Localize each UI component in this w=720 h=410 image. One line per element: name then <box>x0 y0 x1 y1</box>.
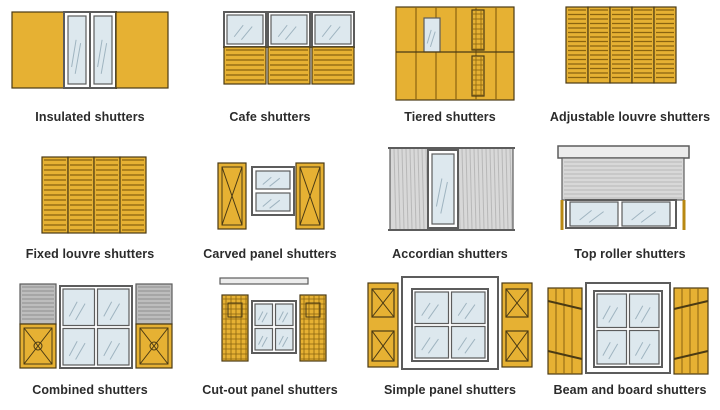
caption-accordian: Accordian shutters <box>392 247 508 261</box>
caption-fixed: Fixed louvre shutters <box>25 247 155 261</box>
caption-cafe: Cafe shutters <box>229 110 311 124</box>
carved-panel-shutters-icon <box>217 162 325 230</box>
insulated-shutters-icon <box>11 11 169 89</box>
item-simple: Simple panel shutters <box>360 273 540 410</box>
accordian-shutters-icon <box>388 147 515 231</box>
item-accordian: Accordian shutters <box>360 137 540 274</box>
caption-simple: Simple panel shutters <box>384 383 516 397</box>
caption-toproller: Top roller shutters <box>574 247 686 261</box>
simple-panel-shutters-icon <box>367 276 533 370</box>
item-beam: Beam and board shutters <box>540 273 720 410</box>
cafe-shutters-icon <box>223 11 355 85</box>
caption-insulated: Insulated shutters <box>35 110 145 124</box>
top-roller-shutters-icon <box>557 145 690 230</box>
caption-cutout: Cut-out panel shutters <box>202 383 338 397</box>
caption-adjustable: Adjustable louvre shutters <box>549 110 711 124</box>
item-insulated: Insulated shutters <box>0 0 180 137</box>
item-carved: Carved panel shutters <box>180 137 360 274</box>
tiered-shutters-icon <box>395 6 515 101</box>
item-adjustable: Adjustable louvre shutters <box>540 0 720 137</box>
cut-out-panel-shutters-icon <box>219 277 327 362</box>
item-fixed: Fixed louvre shutters <box>0 137 180 274</box>
combined-shutters-icon <box>19 283 173 369</box>
beam-and-board-shutters-icon <box>547 282 709 375</box>
caption-beam: Beam and board shutters <box>553 383 707 397</box>
caption-tiered: Tiered shutters <box>404 110 496 124</box>
item-combined: Combined shutters <box>0 273 180 410</box>
item-cutout: Cut-out panel shutters <box>180 273 360 410</box>
item-toproller: Top roller shutters <box>540 137 720 274</box>
adjustable-louvre-shutters-icon <box>565 6 677 84</box>
item-tiered: Tiered shutters <box>360 0 540 137</box>
item-cafe: Cafe shutters <box>180 0 360 137</box>
caption-carved: Carved panel shutters <box>203 247 337 261</box>
fixed-louvre-shutters-icon <box>41 156 147 234</box>
caption-combined: Combined shutters <box>32 383 148 397</box>
